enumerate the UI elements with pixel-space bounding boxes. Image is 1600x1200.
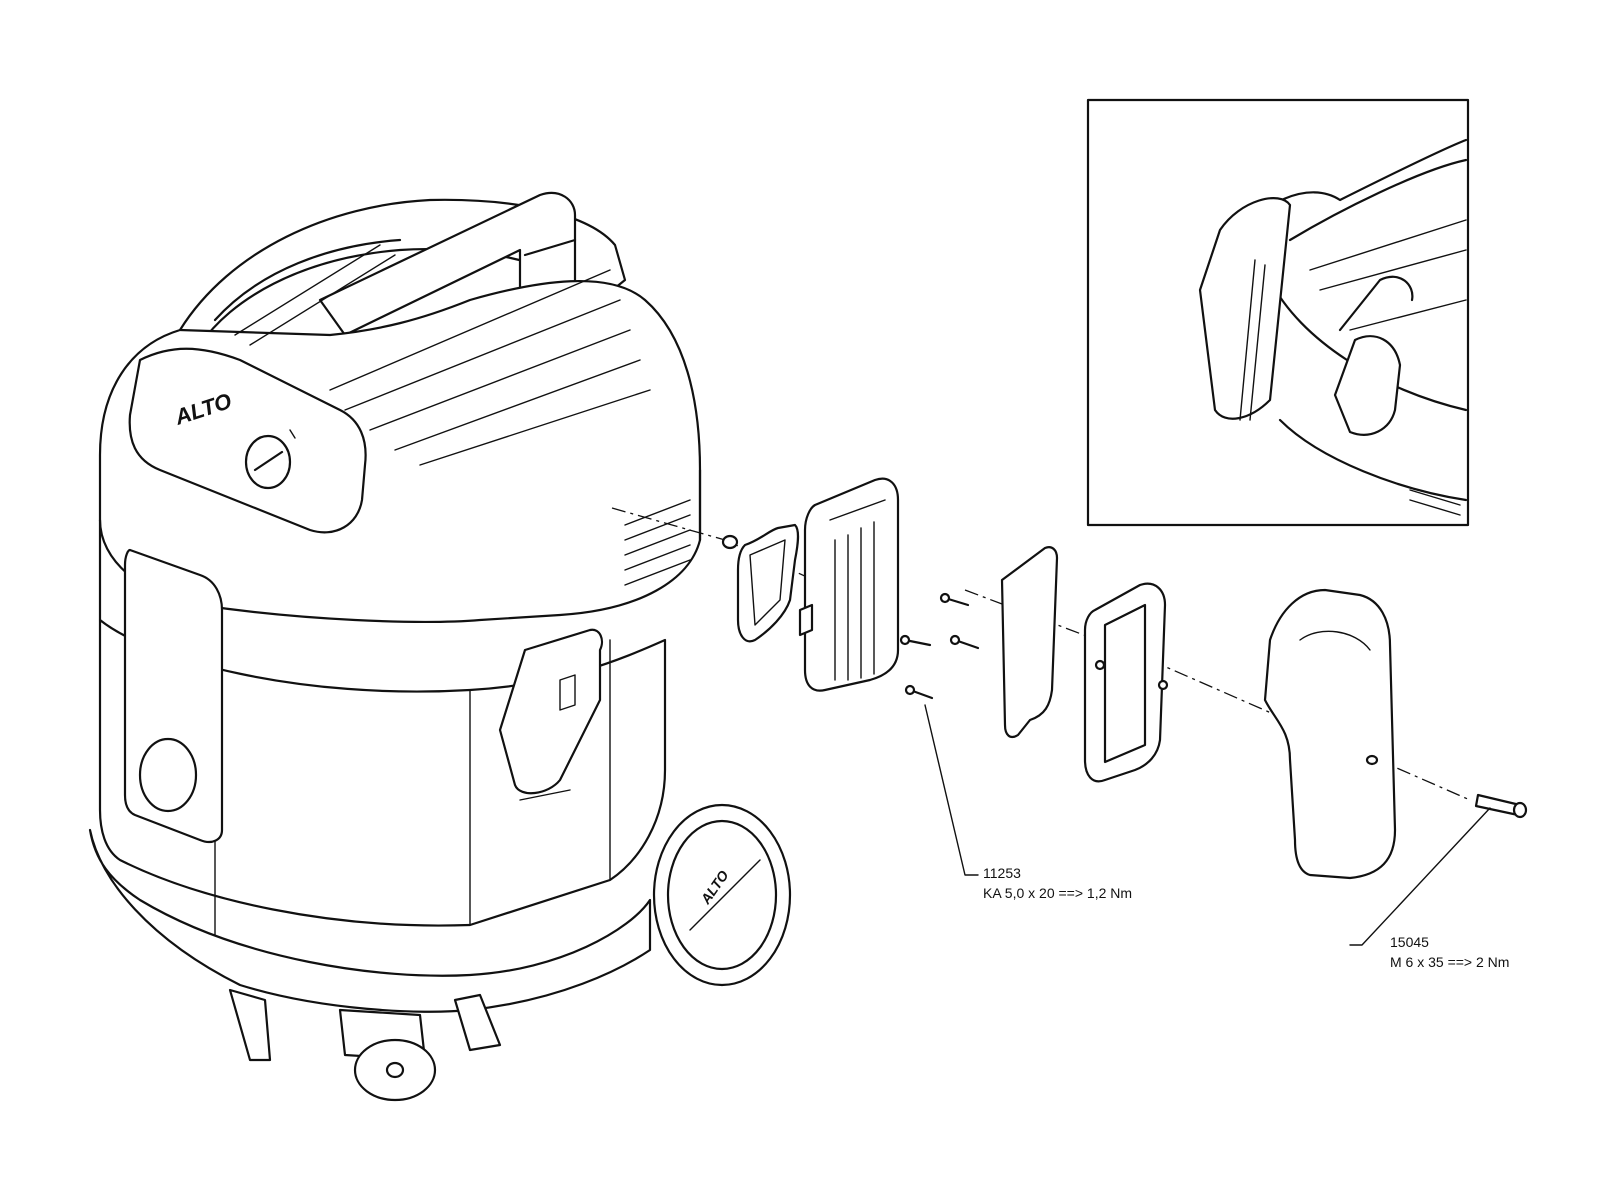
callout-spec: KA 5,0 x 20 ==> 1,2 Nm xyxy=(983,885,1132,901)
cover-cap xyxy=(1263,588,1397,880)
screws-left xyxy=(899,592,980,700)
container-latch[interactable] xyxy=(498,628,604,801)
callout-part-number: 15045 xyxy=(1390,934,1429,950)
filter-holder xyxy=(798,477,900,692)
detail-inset xyxy=(1086,98,1470,527)
bolt xyxy=(1474,793,1528,819)
power-knob[interactable] xyxy=(244,429,296,490)
vacuum-cleaner: ALTO xyxy=(88,191,792,1102)
hose-inlet xyxy=(123,548,224,844)
rear-wheel: ALTO xyxy=(652,803,792,987)
filter-frame xyxy=(1083,582,1169,783)
callout-part-number: 11253 xyxy=(983,865,1021,881)
nut xyxy=(721,534,739,550)
gasket xyxy=(736,523,800,643)
callout-spec: M 6 x 35 ==> 2 Nm xyxy=(1390,954,1509,970)
front-castor xyxy=(338,1008,437,1102)
filter-sheet xyxy=(1000,546,1059,739)
control-panel: ALTO xyxy=(128,347,367,534)
chassis-base xyxy=(88,828,652,1062)
exploded-parts xyxy=(611,477,1528,946)
callout-15045: 15045 M 6 x 35 ==> 2 Nm xyxy=(1390,934,1509,970)
callout-11253: 11253 KA 5,0 x 20 ==> 1,2 Nm xyxy=(983,865,1132,901)
